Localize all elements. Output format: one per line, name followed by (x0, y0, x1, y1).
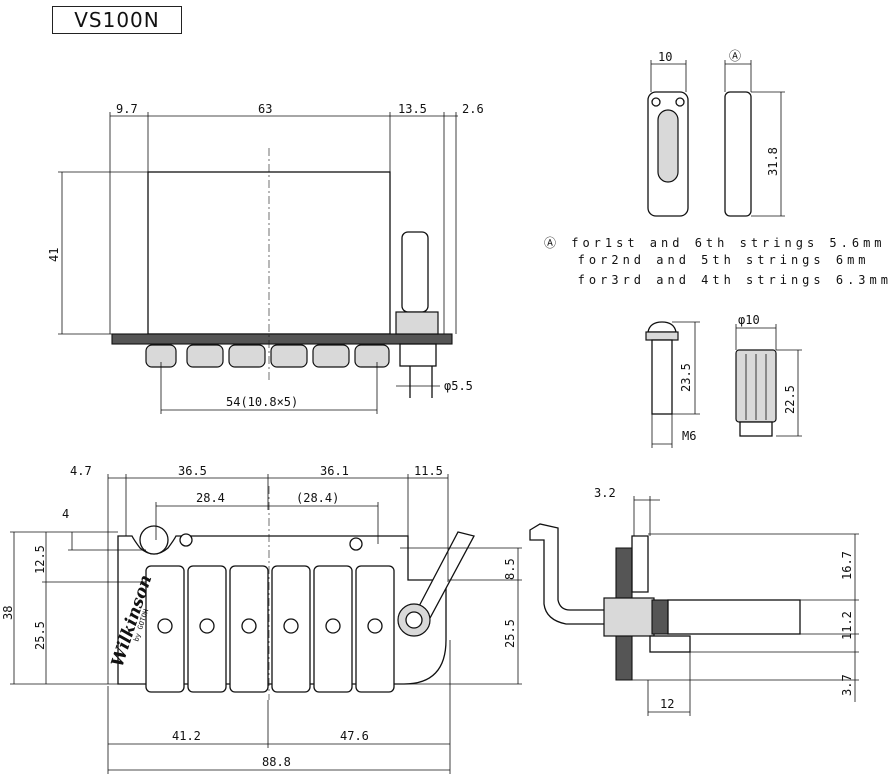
dim-block-height: 31.8 (766, 147, 780, 176)
dim-side-41: 41 (47, 248, 61, 262)
dim-bushing-height: 22.5 (783, 385, 797, 414)
stud-and-bushing: M6 23.5 φ10 22.5 (645, 313, 802, 448)
stud-head (647, 321, 677, 333)
block-views: 10 Ⓐ 31.8 (647, 49, 785, 217)
dim-stud-height: 23.5 (679, 363, 693, 392)
arm-bent-rod (529, 523, 609, 625)
dim-side-9-7: 9.7 (116, 102, 138, 116)
note-line-3: for3rd and 4th strings 6.3mm (544, 273, 892, 287)
dim-side-saddle-span: 54(10.8×5) (226, 395, 298, 409)
dim-arm-3-7: 3.7 (840, 674, 854, 696)
side-bushing (399, 343, 437, 367)
dim-front-88-8: 88.8 (262, 755, 291, 769)
dim-front-47-6: 47.6 (340, 729, 369, 743)
dim-arm-16-7: 16.7 (840, 551, 854, 580)
dim-arm-11-2: 11.2 (840, 611, 854, 640)
side-stud-nut (395, 311, 439, 335)
side-view: 9.7 63 13.5 2.6 41 54(10.8×5) φ5.5 (47, 102, 484, 414)
dim-block-ref: Ⓐ (729, 49, 741, 63)
dim-front-right-25-5: 25.5 (503, 619, 517, 648)
dim-side-13-5: 13.5 (398, 102, 427, 116)
note-line-1: Ⓐ for1st and 6th strings 5.6mm (544, 236, 886, 250)
side-saddles (145, 344, 390, 368)
dim-front-38: 38 (1, 606, 15, 620)
dim-front-28-4: 28.4 (196, 491, 225, 505)
front-view: Wilkinson by GOTOH 4.7 36.5 36.1 11.5 28… (1, 464, 522, 774)
side-base-plate (111, 333, 453, 345)
dim-bushing-dia: φ10 (738, 313, 760, 327)
dim-front-11-5: 11.5 (414, 464, 443, 478)
dim-stud-thread: M6 (682, 429, 696, 443)
dim-front-36-1: 36.1 (320, 464, 349, 478)
arm-side-view: 3.2 16.7 11.2 3.7 12 (529, 486, 859, 716)
block-side (724, 91, 752, 217)
dim-side-2-6: 2.6 (462, 102, 484, 116)
dim-block-width: 10 (658, 50, 672, 64)
stud-body (651, 339, 673, 415)
dim-side-arm-dia: φ5.5 (444, 379, 473, 393)
dim-arm-3-2: 3.2 (594, 486, 616, 500)
dim-side-63: 63 (258, 102, 272, 116)
side-stud (401, 231, 429, 313)
dim-front-28-4-ref: (28.4) (296, 491, 339, 505)
dim-front-8-5: 8.5 (503, 558, 517, 580)
dim-front-12-5: 12.5 (33, 545, 47, 574)
arm-threaded-shaft (667, 599, 801, 635)
front-saddles (145, 565, 395, 693)
arm-nut (603, 597, 655, 637)
dim-front-4-7: 4.7 (70, 464, 92, 478)
model-title: VS100N (52, 6, 182, 34)
dim-front-41-2: 41.2 (172, 729, 201, 743)
dim-front-25-5: 25.5 (33, 621, 47, 650)
dim-front-4: 4 (62, 507, 69, 521)
dim-front-36-5: 36.5 (178, 464, 207, 478)
dim-arm-12: 12 (660, 697, 674, 711)
note-line-2: for2nd and 5th strings 6mm (544, 253, 870, 267)
